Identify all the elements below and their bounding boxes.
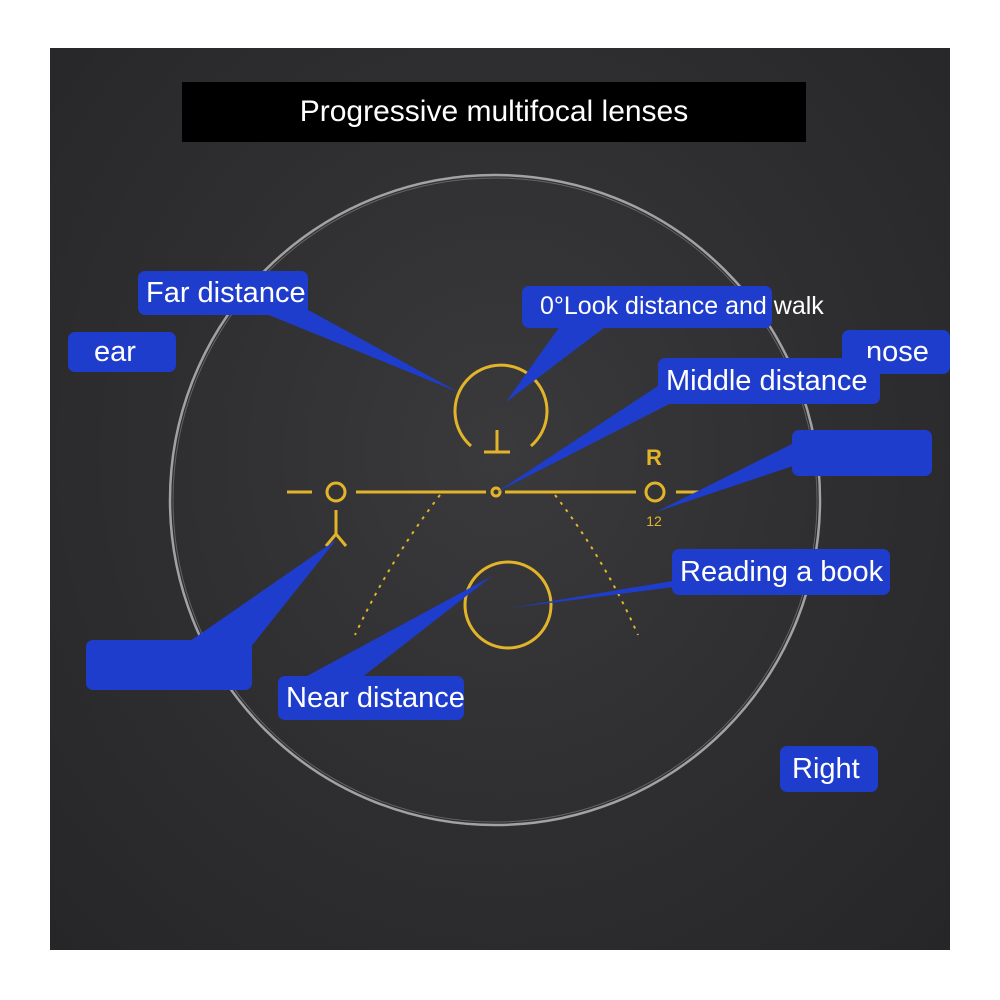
ear-marker <box>324 510 348 547</box>
empty-label-right <box>792 430 932 476</box>
far-zone-arc <box>453 363 549 448</box>
look-distance-label: 0°Look distance and walk <box>540 292 824 320</box>
empty-label-left <box>86 640 252 690</box>
corridor-boundary-left <box>354 494 441 636</box>
middle-distance-label: Middle distance <box>658 358 880 404</box>
lens-edge-highlight <box>172 177 818 823</box>
corridor-boundary-right <box>554 494 639 636</box>
left-engraving-circle <box>325 481 347 503</box>
lens-number-mark: 12 <box>646 513 662 529</box>
far-distance-pointer <box>232 300 458 392</box>
lens-side-mark: R <box>646 445 662 470</box>
near-distance-pointer <box>296 576 492 682</box>
lens-edge <box>168 173 822 827</box>
look-distance-box <box>522 286 772 328</box>
near-zone-circle <box>463 560 553 650</box>
far-distance-label: Far distance <box>138 271 308 315</box>
right-label: Right <box>780 746 878 792</box>
right-engraving-circle <box>644 481 666 503</box>
lens-photo <box>50 48 950 950</box>
middle-distance-pointer <box>497 378 720 492</box>
near-distance-label: Near distance <box>278 676 465 720</box>
lens-markings <box>287 363 703 650</box>
prism-reference-point <box>490 486 502 498</box>
reading-label: Reading a book <box>672 549 890 595</box>
ear-label: ear <box>68 332 176 372</box>
title-bar: Progressive multifocal lenses <box>182 82 806 142</box>
ear-marker-pointer <box>180 540 336 648</box>
look-distance-pointer <box>506 312 625 402</box>
